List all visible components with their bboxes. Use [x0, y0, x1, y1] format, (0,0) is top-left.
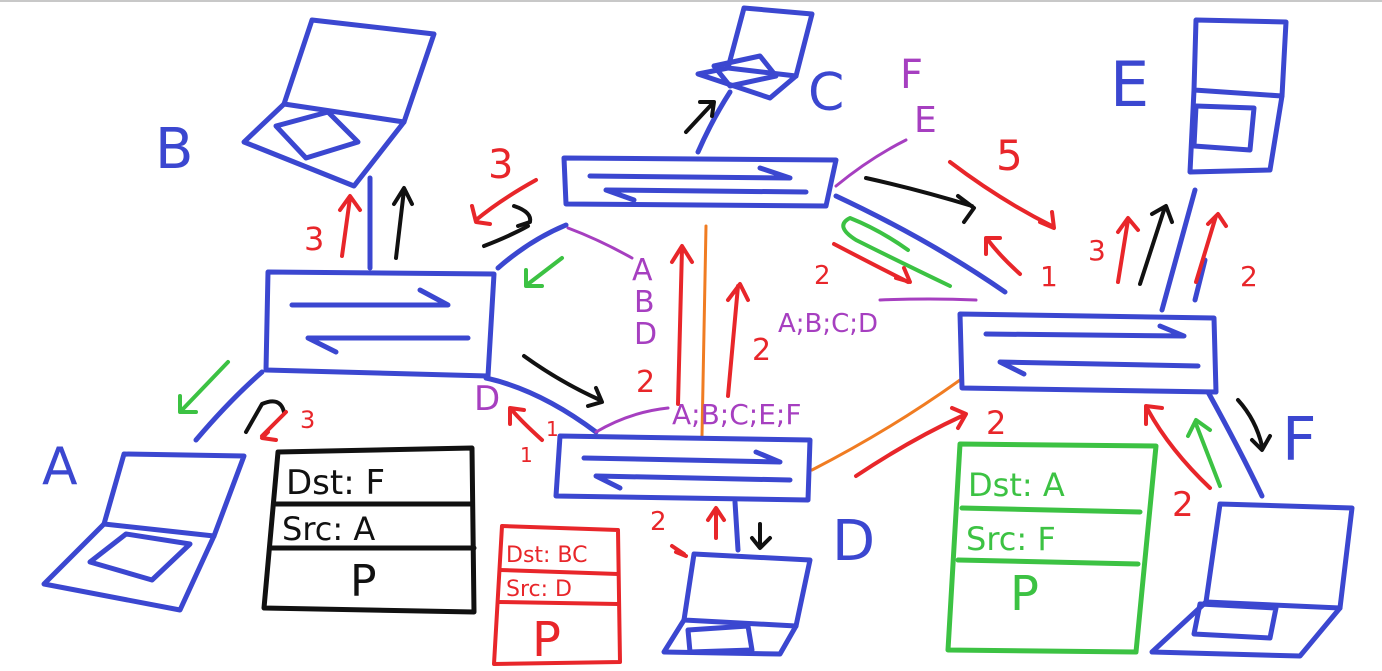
table-bottom-list: A;B;C;E;F: [672, 398, 801, 431]
table-right-list: A;B;C;D: [778, 309, 878, 339]
step-1-d: 1: [520, 443, 533, 467]
step-5: 5: [996, 131, 1023, 180]
step-2-d: 2: [650, 507, 667, 537]
laptop-b-icon: [241, 17, 437, 189]
link-a-switch-left: [193, 369, 265, 443]
link-switch-bottom-d: [732, 499, 741, 553]
step-2-center-left: 2: [636, 365, 655, 400]
step-2-f: 2: [1172, 485, 1194, 525]
step-1-a: 1: [546, 417, 559, 441]
table-bottom-d: D: [474, 379, 500, 419]
laptop-d-icon: [661, 551, 813, 657]
trunk-top-bottom: [700, 224, 708, 438]
link-switch-right-f: [1205, 389, 1265, 499]
trunk-links: [700, 224, 962, 472]
packet-red-src: Src: D: [506, 577, 572, 602]
step-1-right: 1: [1040, 260, 1058, 293]
step-2-trunk: 2: [986, 404, 1006, 442]
frame-arrows-black: [244, 100, 1272, 550]
packet-black: Dst: F Src: A P: [261, 445, 477, 615]
table-center-d: D: [634, 317, 657, 352]
host-label-e: E: [1110, 48, 1149, 121]
link-e-switch-right-2: [1192, 257, 1208, 303]
switch-bottom: [553, 433, 813, 503]
table-center-a: A: [632, 253, 653, 288]
laptop-c-icon: [695, 5, 815, 101]
trunk-bottom-right: [810, 378, 962, 472]
link-switch-left-switch-bottom: [483, 375, 599, 435]
host-label-a: A: [42, 437, 78, 497]
step-arrows-red: [260, 160, 1228, 558]
table-right-f: F: [900, 52, 923, 98]
host-label-d: D: [832, 509, 875, 574]
packet-black-dst: Dst: F: [286, 463, 385, 503]
link-e-switch-right-1: [1159, 187, 1198, 313]
host-label-f: F: [1282, 405, 1317, 475]
host-label-c: C: [808, 63, 844, 123]
laptop-e-icon: [1187, 17, 1289, 175]
packet-green: Dst: A Src: F P: [945, 441, 1159, 655]
packet-black-payload: P: [350, 556, 377, 607]
switch-right: [957, 311, 1219, 395]
window-top-border: [0, 0, 1382, 2]
host-label-b: B: [155, 117, 193, 182]
packet-red-dst: Dst: BC: [506, 543, 588, 568]
link-switch-top-switch-right: [833, 193, 1008, 295]
link-switch-left-switch-top: [495, 222, 569, 271]
packet-green-payload: P: [1010, 566, 1039, 622]
table-center-b: B: [634, 285, 655, 320]
step-3-e: 3: [1088, 234, 1106, 267]
table-right-e: E: [914, 100, 937, 141]
reply-arrows-green: [178, 216, 1222, 488]
packet-green-src: Src: F: [966, 520, 1056, 558]
table-links-purple: [566, 138, 978, 434]
packet-red: Dst: BC Src: D P: [492, 524, 622, 668]
step-2-e: 2: [1240, 260, 1258, 293]
step-3-b: 3: [304, 220, 324, 258]
step-3-a: 3: [300, 406, 315, 434]
packet-green-dst: Dst: A: [968, 466, 1065, 504]
laptop-a-icon: [41, 451, 247, 613]
network-links: [193, 89, 1265, 553]
packet-red-payload: P: [532, 612, 561, 668]
step-3-top: 3: [488, 142, 513, 188]
step-2-right-mid: 2: [814, 261, 831, 291]
step-2-center-right: 2: [752, 333, 771, 368]
switch-left: [263, 269, 497, 379]
laptop-f-icon: [1149, 501, 1355, 659]
switch-top: [561, 155, 839, 209]
packet-black-src: Src: A: [282, 510, 375, 548]
link-switch-top-c: [695, 89, 733, 155]
